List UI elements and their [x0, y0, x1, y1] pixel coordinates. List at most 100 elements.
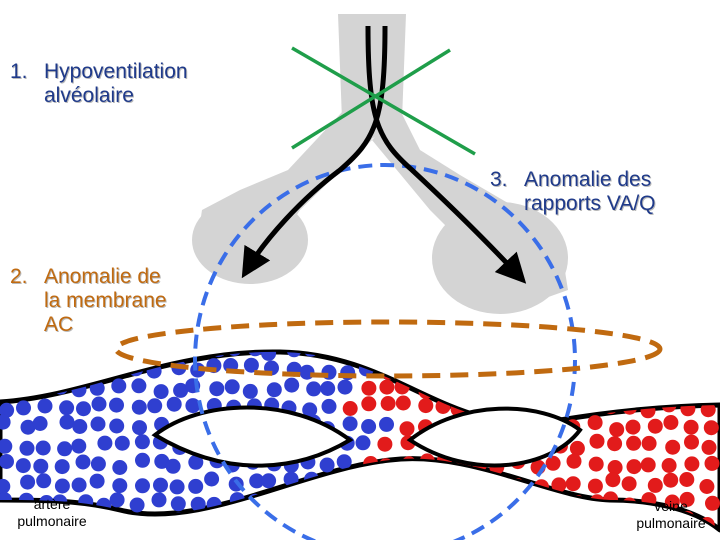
blue-blood-cell: [204, 471, 220, 487]
blue-blood-cell: [284, 377, 300, 393]
blue-blood-cell: [356, 515, 372, 530]
red-blood-cell: [549, 512, 565, 528]
label-1-line2: alvéolaire: [44, 84, 134, 107]
red-blood-cell: [665, 439, 681, 455]
blue-blood-cell: [97, 435, 113, 451]
red-blood-cell: [647, 477, 663, 493]
blue-blood-cell: [324, 495, 340, 511]
red-blood-cell: [626, 435, 642, 451]
red-blood-cell: [356, 497, 372, 513]
label-2-number: 2.: [10, 265, 28, 288]
blue-blood-cell: [114, 435, 130, 451]
red-blood-cell: [587, 415, 603, 431]
blue-blood-cell: [249, 473, 265, 489]
label-3-line1: Anomalie des: [524, 168, 652, 191]
label-2-line3: AC: [44, 313, 74, 336]
red-blood-cell: [494, 351, 510, 359]
red-blood-cell: [647, 418, 663, 434]
red-blood-cell: [679, 472, 695, 487]
red-blood-cell: [397, 498, 413, 514]
red-blood-cell: [607, 460, 623, 475]
vein-line2: pulmonaire: [636, 515, 706, 531]
blue-blood-cell: [325, 515, 340, 530]
blue-blood-cell: [39, 377, 55, 393]
blue-blood-cell: [112, 460, 128, 475]
blue-blood-cell: [35, 440, 51, 456]
blue-blood-cell: [302, 402, 318, 418]
blue-blood-cell: [338, 514, 353, 530]
red-blood-cell: [621, 476, 637, 492]
blue-blood-cell: [36, 473, 52, 489]
red-blood-cell: [476, 511, 492, 526]
blue-blood-cell: [135, 478, 150, 494]
red-blood-cell: [433, 493, 448, 508]
blue-blood-cell: [57, 441, 73, 457]
blue-blood-cell: [54, 478, 70, 494]
red-blood-cell: [566, 453, 582, 469]
blue-blood-cell: [147, 351, 163, 358]
red-blood-cell: [551, 351, 567, 356]
red-blood-cell: [375, 511, 391, 527]
red-blood-cell: [603, 512, 619, 528]
blue-blood-cell: [321, 398, 337, 414]
red-blood-cell: [588, 514, 604, 530]
blue-blood-cell: [173, 382, 189, 398]
red-blood-cell: [699, 360, 715, 376]
blue-blood-cell: [37, 398, 53, 414]
label-2-line1: Anomalie de: [44, 265, 161, 288]
red-blood-cell: [377, 436, 393, 452]
label-vein: veine pulmonaire: [624, 498, 718, 532]
red-blood-cell: [705, 495, 720, 511]
red-blood-cell: [361, 380, 377, 396]
blue-blood-cell: [224, 379, 240, 395]
red-blood-cell: [609, 422, 625, 438]
red-blood-cell: [412, 516, 428, 530]
green-cross-icon: [291, 46, 476, 156]
blue-blood-cell: [109, 492, 125, 508]
red-blood-cell: [704, 351, 720, 355]
blue-blood-cell: [19, 440, 35, 456]
blue-blood-cell: [54, 459, 70, 475]
blue-blood-cell: [154, 453, 170, 469]
red-blood-cell: [530, 377, 546, 393]
blue-blood-cell: [0, 438, 13, 454]
blue-blood-cell: [33, 458, 49, 474]
red-blood-cell: [660, 351, 676, 360]
red-blood-cell: [491, 384, 507, 400]
blue-blood-cell: [302, 490, 318, 506]
blue-blood-cell: [75, 454, 91, 470]
blue-blood-cell: [15, 351, 31, 357]
red-blood-cell: [625, 419, 641, 435]
blue-blood-cell: [266, 382, 282, 398]
blue-blood-cell: [109, 418, 125, 434]
red-blood-cell: [471, 376, 487, 392]
red-blood-cell: [510, 509, 526, 525]
red-blood-cell: [380, 396, 396, 411]
blue-blood-cell: [90, 456, 106, 472]
red-blood-cell: [548, 398, 564, 414]
red-blood-cell: [418, 398, 434, 414]
red-blood-cell: [438, 380, 454, 395]
blue-blood-cell: [54, 351, 70, 356]
red-blood-cell: [641, 435, 657, 451]
blue-blood-cell: [358, 351, 374, 359]
label-3-line2: rapports VA/Q: [524, 192, 656, 215]
blue-blood-cell: [362, 475, 378, 491]
blue-dashed-circle: [193, 163, 577, 540]
blue-blood-cell: [59, 414, 75, 430]
blue-blood-cell: [190, 510, 206, 526]
red-blood-cell: [622, 399, 638, 415]
red-blood-cell: [589, 433, 605, 449]
blue-blood-cell: [20, 474, 36, 490]
blue-blood-cell: [131, 378, 147, 394]
red-blood-cell: [528, 351, 544, 357]
label-va-q: 3.Anomalie des rapports VA/Q: [490, 168, 656, 216]
red-blood-cell: [588, 398, 604, 414]
blue-blood-cell: [342, 416, 358, 432]
blue-blood-cell: [55, 358, 71, 373]
blue-blood-cell: [131, 399, 147, 415]
red-blood-cell: [452, 497, 467, 513]
blue-blood-cell: [72, 359, 88, 375]
blue-blood-cell: [243, 357, 259, 373]
blue-blood-cell: [0, 454, 14, 469]
